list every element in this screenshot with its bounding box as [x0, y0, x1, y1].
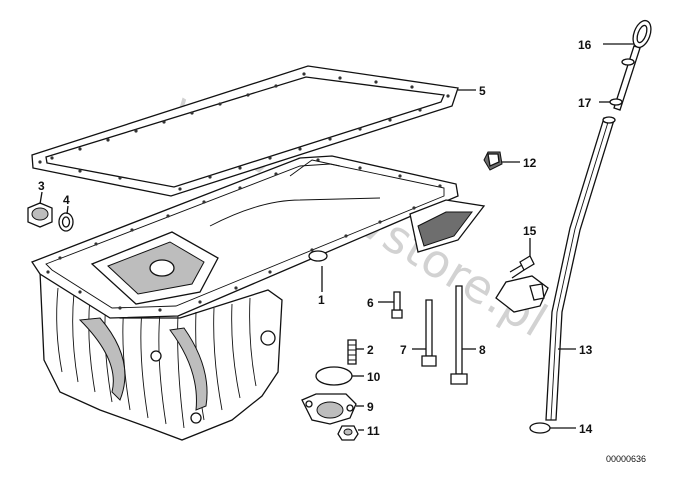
- callout-11: 11: [367, 424, 380, 438]
- dipstick-ring: [609, 98, 623, 106]
- oil-dipstick: [613, 19, 652, 111]
- drain-plug: [27, 202, 53, 228]
- dipstick-bracket: [495, 275, 549, 313]
- callout-2: 2: [367, 343, 374, 357]
- callout-3: 3: [38, 179, 45, 193]
- long-bolt: [421, 299, 437, 367]
- clip: [483, 151, 503, 171]
- dipstick-guide-tube: [545, 116, 616, 421]
- drawing-number: 00000636: [606, 454, 646, 464]
- callout-12: 12: [523, 156, 537, 170]
- callout-5: 5: [479, 84, 486, 98]
- callout-6: 6: [367, 296, 374, 310]
- nut: [337, 425, 359, 441]
- flange-cover: [301, 393, 357, 425]
- dipstick-bracket-screw: [509, 255, 535, 279]
- callout-8: 8: [479, 343, 486, 357]
- callout-9: 9: [367, 400, 374, 414]
- longest-bolt: [450, 285, 468, 385]
- callout-17: 17: [578, 96, 592, 110]
- callout-10: 10: [367, 370, 381, 384]
- callout-labels: 16 17 5 12 3 4 15 1 6 2 7 8 13 10 9 11 1…: [38, 38, 593, 438]
- callout-16: 16: [578, 38, 592, 52]
- callout-15: 15: [523, 224, 537, 238]
- callout-14: 14: [579, 422, 593, 436]
- bolt: [391, 291, 403, 319]
- callout-1: 1: [318, 293, 325, 307]
- o-ring: [315, 366, 353, 386]
- callout-13: 13: [579, 343, 593, 357]
- callout-4: 4: [63, 193, 70, 207]
- callout-7: 7: [400, 343, 407, 357]
- oil-pan: [31, 155, 486, 441]
- leader-lines: [39, 43, 634, 431]
- drain-plug-seal: [58, 212, 74, 232]
- stud: [347, 339, 357, 365]
- oil-pan-gasket: [31, 65, 459, 197]
- small-o-ring: [529, 422, 551, 434]
